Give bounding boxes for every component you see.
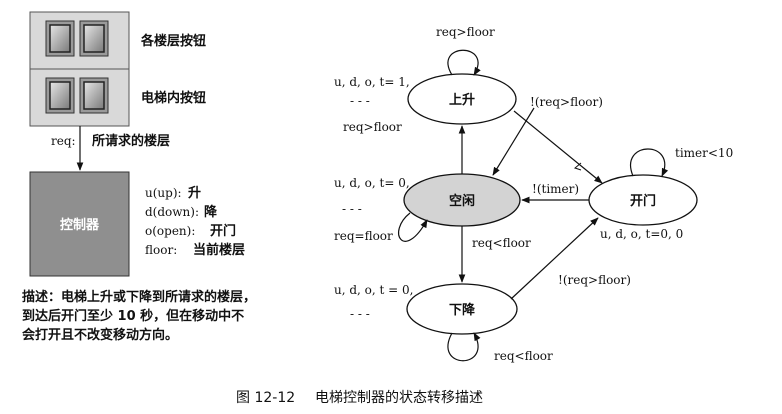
idle-to-down-label: req<floor — [472, 236, 531, 250]
up-outputs: u, d, o, t= 1, — [334, 75, 410, 89]
down-to-open-label: !(req>floor) — [558, 273, 631, 287]
signal-desc: 开门 — [210, 223, 236, 239]
self-loop-up — [447, 49, 481, 76]
up-self-loop-label: req>floor — [436, 25, 495, 39]
transition-up-to-idle — [492, 107, 535, 176]
open-to-idle-label: !(timer) — [532, 182, 579, 196]
state-up: 上升 — [407, 73, 517, 125]
signal-key: floor: — [145, 243, 177, 257]
down-outputs: u, d, o, t = 0, — [334, 283, 413, 297]
transition-up-to-open — [513, 110, 603, 184]
car-button-2 — [79, 77, 109, 114]
open-outputs: u, d, o, t=0, 0 — [600, 227, 683, 241]
transition-down-to-open — [510, 217, 599, 300]
up-dashes: - - - — [350, 94, 370, 108]
floor-button-1 — [45, 20, 75, 57]
idle-dashes: - - - — [342, 202, 362, 216]
state-idle: 空闲 — [403, 173, 521, 227]
self-loop-open — [630, 148, 669, 177]
caption-title: 电梯控制器的状态转移描述 — [315, 390, 483, 406]
up-to-open-label: !(req>floor) — [530, 95, 603, 109]
signal-key: d(down): — [145, 205, 199, 219]
idle-self-loop-label: req=floor — [334, 229, 393, 243]
down-self-loop-label: req<floor — [494, 349, 553, 363]
signal-key: u(up): — [145, 186, 182, 200]
car-button-1 — [45, 77, 75, 114]
self-loop-down — [447, 332, 481, 362]
caption-number: 图 12-12 — [236, 390, 295, 406]
guard-tick — [573, 162, 582, 171]
state-label: 空闲 — [449, 193, 475, 209]
state-open: 开门 — [588, 174, 698, 226]
description-line: 会打开且不改变移动方向。 — [22, 327, 178, 343]
req-key: req: — [51, 134, 76, 148]
car-buttons-label: 电梯内按钮 — [141, 90, 206, 106]
req-desc: 所请求的楼层 — [92, 133, 170, 149]
description-line: 到达后开门至少 10 秒，但在移动中不 — [22, 308, 244, 324]
description-line: 描述：电梯上升或下降到所请求的楼层， — [22, 289, 256, 305]
description-block: 描述：电梯上升或下降到所请求的楼层， 到达后开门至少 10 秒，但在移动中不 会… — [22, 289, 256, 343]
open-self-loop-label: timer<10 — [675, 146, 733, 160]
signal-key: o(open): — [145, 224, 195, 238]
floor-buttons-label: 各楼层按钮 — [140, 33, 206, 49]
up-condition: req>floor — [343, 120, 402, 134]
signal-desc: 升 — [188, 185, 201, 201]
down-dashes: - - - — [350, 307, 370, 321]
state-down: 下降 — [406, 283, 518, 335]
self-loop-idle — [398, 212, 428, 242]
state-label: 开门 — [630, 193, 656, 209]
idle-outputs: u, d, o, t= 0, — [334, 176, 410, 190]
signal-desc: 当前楼层 — [193, 242, 245, 258]
state-label: 上升 — [449, 92, 475, 108]
state-label: 下降 — [449, 302, 476, 318]
controller-box — [29, 171, 130, 277]
signal-desc: 降 — [204, 204, 218, 220]
signals-list: u(up): 升 d(down): 降 o(open): 开门 floor: 当… — [145, 185, 245, 258]
car-buttons-panel — [29, 68, 130, 127]
floor-buttons-panel — [29, 11, 130, 70]
floor-button-2 — [79, 20, 109, 57]
controller-label: 控制器 — [60, 217, 100, 233]
